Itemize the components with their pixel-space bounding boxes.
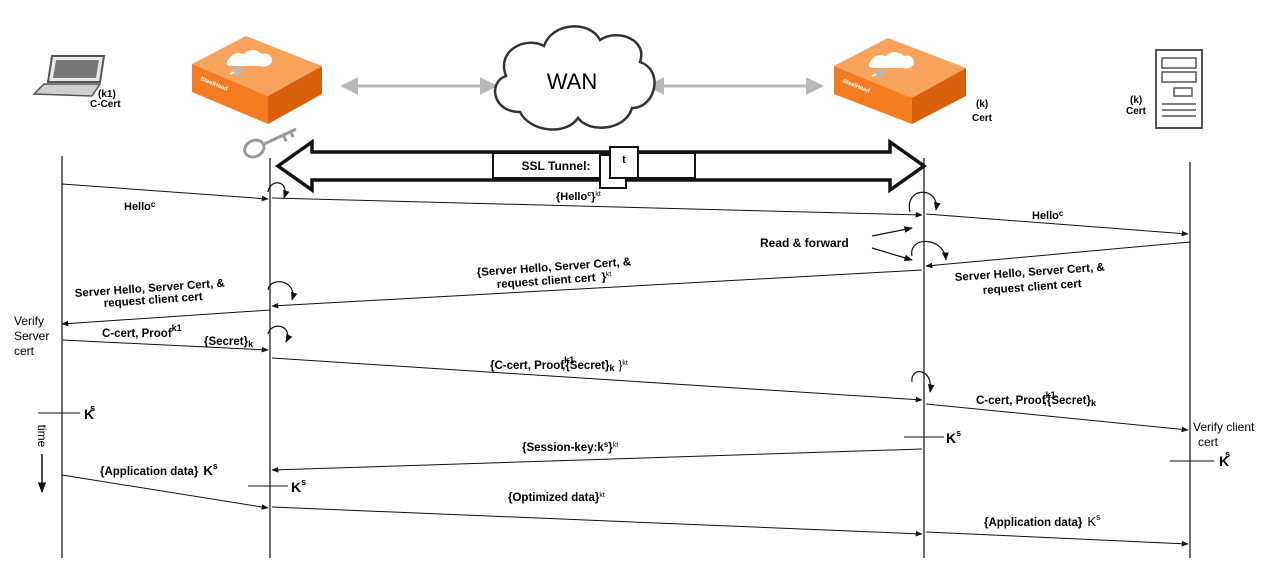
msg-label-9: C-cert, Proofk1,{Secret}k (976, 390, 1097, 408)
msg-label-3: Helloc (1032, 209, 1064, 222)
wan-cloud-icon (493, 25, 656, 131)
msg-arrow-5 (271, 269, 923, 309)
msg-arrow-1 (61, 183, 269, 202)
process-curl-right-3 (911, 371, 935, 393)
msg-arrow-2 (271, 197, 923, 218)
server-key-label: (k) (1130, 95, 1142, 106)
msg-label-8: {C-cert, Proofk1,{Secret}k}kt (490, 355, 628, 373)
wan-label: WAN (547, 69, 598, 94)
verify-client-label-2: cert (1198, 435, 1219, 449)
msg-arrow-7 (61, 339, 269, 353)
verify-server-label-2: Server (14, 329, 49, 343)
msg-label-4: Server Hello, Server Cert, & request cli… (954, 262, 1105, 297)
server-cert-label: Cert (1126, 106, 1147, 117)
msg-arrow-4 (925, 241, 1191, 269)
process-curl-left-3 (267, 325, 293, 343)
msg-arrow-12 (271, 506, 923, 537)
verify-server-label-3: cert (14, 344, 35, 358)
msg-arrow-9 (925, 403, 1189, 433)
msg-label-7: C-cert, Proofk1 (102, 323, 182, 340)
msg-arrow-8 (271, 357, 923, 403)
steelhead-left-icon: SteelHead (192, 36, 322, 124)
sh-left-session-key: Ks (291, 477, 306, 495)
msg-arrow-13 (925, 531, 1189, 547)
ssl-tunnel-label: SSL Tunnel: (522, 159, 591, 173)
server-session-key: Ks (1219, 449, 1230, 469)
msg-label-5: {Server Hello, Server Cert, & request cl… (476, 256, 631, 291)
msg-label-1: Helloc (124, 200, 156, 213)
process-curl-left-1 (267, 182, 290, 199)
steelhead-right-icon: SteelHead (834, 38, 966, 124)
client-session-key: Ks (84, 403, 95, 422)
client-cert-label: C-Cert (90, 99, 121, 110)
msg-arrow-10 (271, 448, 923, 473)
verify-client-label-1: Verify client (1193, 420, 1255, 434)
read-forward-arrow-down (871, 247, 913, 262)
steelhead-right-cert-label: Cert (972, 113, 993, 124)
laptop-icon (32, 55, 106, 97)
msg-label-11: {Application data}Ks (100, 461, 218, 478)
sh-right-session-key: Ks (946, 428, 961, 446)
msg-label-13: {Application data}Ks (984, 512, 1101, 529)
msg-arrow-6 (61, 309, 271, 327)
msg-arrow-3 (925, 213, 1189, 237)
tunnel-t-box (609, 146, 639, 179)
time-label: time (35, 425, 49, 448)
steelhead-right-key-label: (k) (976, 99, 988, 110)
svg-text:Server Hello, Server Cert, &: Server Hello, Server Cert, & (954, 262, 1105, 284)
msg-arrow-11 (61, 474, 269, 510)
msg-label-6: Server Hello, Server Cert, & request cli… (74, 278, 225, 310)
client-key-label: (k1) (98, 89, 116, 100)
process-curl-right-1 (908, 191, 941, 213)
tunnel-t-label: t (622, 154, 626, 166)
msg-label-2: {Helloc}kt (556, 191, 601, 203)
msg-label-7b: {Secret}k (204, 336, 254, 349)
process-curl-left-2 (267, 281, 298, 301)
ssl-tunnel-box (492, 152, 696, 179)
read-forward-label: Read & forward (760, 236, 849, 250)
process-curl-right-2 (911, 240, 949, 261)
key-icon (243, 127, 297, 159)
msg-label-12: {Optimized data}kt (508, 492, 605, 504)
msg-label-10: {Session-key:ks}kt (522, 440, 618, 454)
verify-server-label-1: Verify (14, 314, 44, 328)
read-forward-arrow-up (871, 226, 913, 237)
server-icon (1155, 49, 1203, 129)
